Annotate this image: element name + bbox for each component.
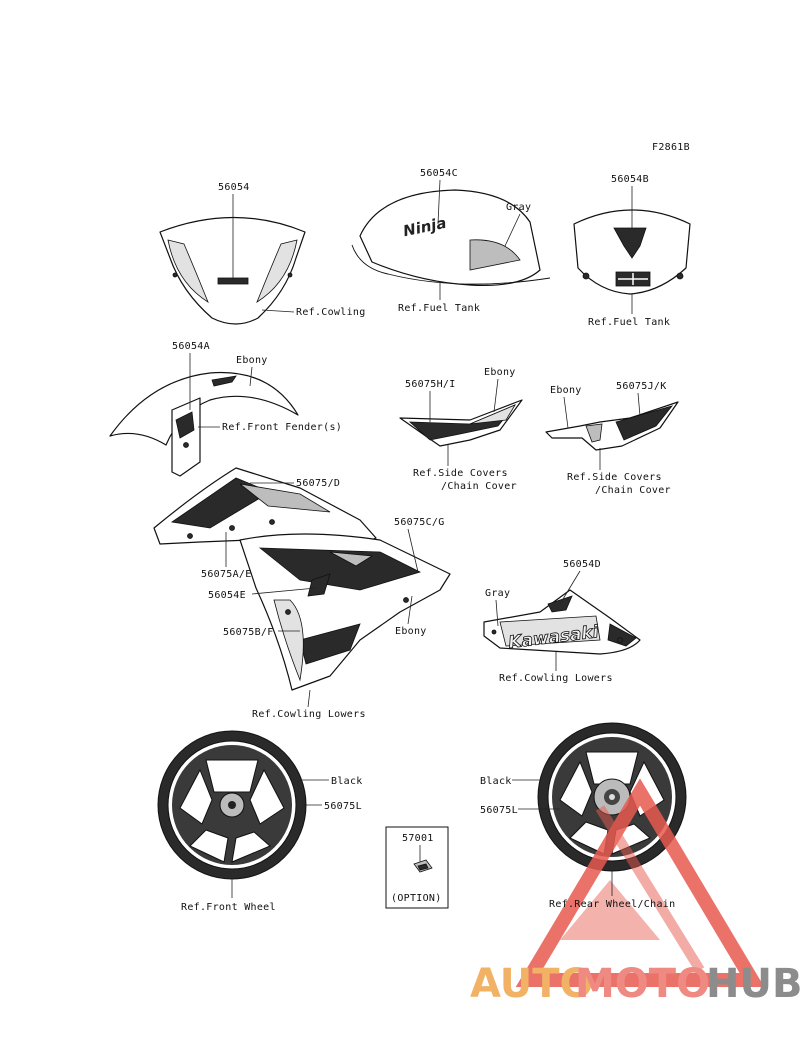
watermark-text: AUTO MOTO HUB (470, 961, 800, 1007)
front-wheel-part (157, 730, 307, 880)
part-number-56075CG: 56075C/G (394, 517, 445, 528)
ref-cowling-lowers-main: Ref.Cowling Lowers (252, 709, 366, 720)
part-number-56054B: 56054B (611, 174, 649, 185)
ninja-logo-decal (613, 227, 647, 259)
ref-cowling: Ref.Cowling (296, 307, 366, 318)
part-number-56075D: 56075/D (296, 478, 340, 489)
watermark-auto: AUTO (470, 961, 594, 1007)
ref-fuel-tank-2: Ref.Fuel Tank (588, 317, 670, 328)
part-number-56075HI: 56075H/I (405, 379, 456, 390)
cowling-lower-part: Kawasaki (483, 589, 641, 655)
color-ebony-fender: Ebony (236, 355, 268, 366)
part-number-56054A: 56054A (172, 341, 210, 352)
option-label: (OPTION) (391, 893, 442, 904)
front-fender-part (109, 371, 299, 477)
watermark-hub: HUB (706, 961, 800, 1007)
color-black-front: Black (331, 776, 363, 787)
side-cover-right-part (545, 401, 679, 451)
part-number-56075BF: 56075B/F (223, 627, 274, 638)
watermark-moto: MOTO (575, 961, 710, 1007)
part-number-56075L-front: 56075L (324, 801, 362, 812)
color-gray-tank: Gray (506, 202, 531, 213)
side-cover-left-part (399, 399, 523, 447)
part-number-56054D: 56054D (563, 559, 601, 570)
option-part (385, 826, 449, 909)
part-number-56054: 56054 (218, 182, 250, 193)
ref-front-fender: Ref.Front Fender(s) (222, 422, 342, 433)
part-number-56075JK: 56075J/K (616, 381, 667, 392)
part-number-56054C: 56054C (420, 168, 458, 179)
ref-cowling-lowers-right: Ref.Cowling Lowers (499, 673, 613, 684)
part-number-56075AE: 56075A/E (201, 569, 252, 580)
ref-side-covers-right-1: Ref.Side Covers (567, 472, 662, 483)
color-ebony-side-left: Ebony (484, 367, 516, 378)
figure-code: F2861B (652, 142, 690, 153)
color-ebony-cowl: Ebony (395, 626, 427, 637)
part-number-56075L-rear: 56075L (480, 805, 518, 816)
color-gray-lower: Gray (485, 588, 510, 599)
rear-wheel-part (537, 722, 687, 872)
watermark-logo (515, 778, 765, 987)
ref-side-covers-left-1: Ref.Side Covers (413, 468, 508, 479)
part-number-56054E: 56054E (208, 590, 246, 601)
color-ebony-side-right: Ebony (550, 385, 582, 396)
ref-front-wheel: Ref.Front Wheel (181, 902, 276, 913)
main-cowling-part (153, 467, 451, 691)
part-number-57001: 57001 (402, 833, 434, 844)
ref-fuel-tank-1: Ref.Fuel Tank (398, 303, 480, 314)
ref-side-covers-right-2: /Chain Cover (595, 485, 671, 496)
ref-side-covers-left-2: /Chain Cover (441, 481, 517, 492)
ref-rear-wheel: Ref.Rear Wheel/Chain (549, 899, 675, 910)
tank-top-part (573, 209, 691, 295)
fuel-tank-part: Ninja (351, 189, 551, 287)
color-black-rear: Black (480, 776, 512, 787)
windscreen-part (159, 216, 306, 325)
